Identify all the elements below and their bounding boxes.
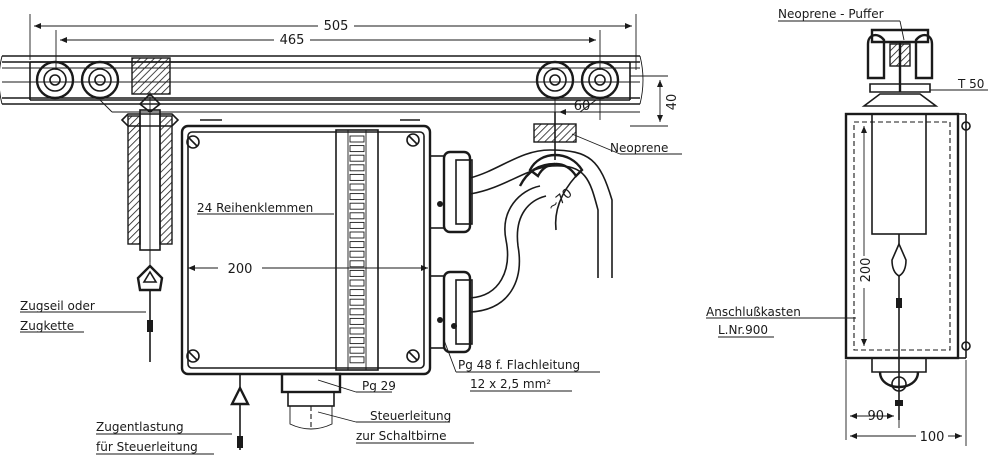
terminal-slot: [349, 346, 365, 354]
dimension-505-label: 505: [324, 19, 349, 34]
label-pg48: Pg 48 f. Flachleitung 12 x 2,5 mm²: [443, 339, 600, 392]
dimension-40: 40: [630, 75, 680, 127]
terminal-slot: [349, 241, 365, 249]
terminal-slot: [349, 135, 365, 143]
side-view: Neoprene - Puffer T 50: [706, 7, 988, 446]
neoprene-cable-hanger: ~70: [518, 112, 584, 231]
anschlusskasten-label-line1: Anschlußkasten: [706, 305, 801, 319]
screw-icon: [186, 135, 200, 149]
dimension-200-side-label: 200: [859, 258, 874, 283]
t50-label: T 50: [957, 77, 984, 91]
zugseil-label-line1: Zugseil oder: [20, 299, 95, 313]
terminal-slot: [349, 145, 365, 153]
flat-cable: [469, 149, 613, 313]
dimension-465-label: 465: [280, 33, 305, 48]
terminal-slot: [349, 260, 365, 268]
label-zugseil: Zugseil oder Zugkette: [20, 299, 146, 333]
strain-relief: [230, 374, 250, 450]
terminal-slot: [349, 356, 365, 364]
terminal-slot: [349, 221, 365, 229]
terminal-slot: [349, 173, 365, 181]
zugentlastung-label-line1: Zugentlastung: [96, 420, 184, 434]
zugseil-label-line2: Zugkette: [20, 319, 74, 333]
terminal-slot: [349, 154, 365, 162]
pg48-label-line2: 12 x 2,5 mm²: [470, 377, 551, 391]
terminal-slot: [349, 337, 365, 345]
dimension-40-label: 40: [665, 94, 680, 111]
screw-icon: [406, 349, 420, 363]
pg29-label: Pg 29: [362, 379, 396, 393]
terminal-slot: [349, 289, 365, 297]
screw-icon: [406, 133, 420, 147]
dimension-465: 465: [55, 30, 601, 70]
t-rail-section: [861, 28, 939, 107]
trolley-wheel: [35, 60, 75, 100]
terminal-slot: [349, 183, 365, 191]
towing-block: [131, 57, 171, 95]
steuerleitung-label-line2: zur Schaltbirne: [356, 429, 447, 443]
anschlusskasten-label-line2: L.Nr.900: [718, 323, 768, 337]
tow-rod: [120, 92, 180, 362]
dimension-505: 505: [29, 14, 637, 70]
terminal-slot: [349, 269, 365, 277]
label-steuerleitung: Steuerleitung zur Schaltbirne: [317, 409, 474, 444]
label-neoprene-puffer: Neoprene - Puffer: [778, 7, 905, 41]
front-view: 505 465: [0, 14, 682, 455]
steuerleitung-label-line1: Steuerleitung: [370, 409, 451, 423]
neoprene-label: Neoprene: [610, 141, 668, 155]
dimension-200-side: 200: [856, 126, 874, 346]
angle-label: ~70: [545, 186, 576, 215]
terminal-slot: [349, 317, 365, 325]
cable-gland-lower: [429, 270, 473, 354]
terminal-slot: [349, 308, 365, 316]
dimension-100-label: 100: [920, 430, 945, 445]
zugentlastung-label-line2: für Steuerleitung: [96, 440, 198, 454]
terminal-slot: [349, 193, 365, 201]
terminal-slot: [349, 164, 365, 172]
trolley-wheel: [80, 60, 120, 100]
dimension-200-box: 200: [188, 259, 428, 277]
dimension-200-box-label: 200: [228, 262, 253, 277]
terminal-count-label: 24 Reihenklemmen: [197, 201, 313, 215]
pg48-label-line1: Pg 48 f. Flachleitung: [458, 358, 580, 372]
dimension-60: 60: [554, 98, 640, 120]
terminal-slot: [349, 298, 365, 306]
terminal-slot: [349, 327, 365, 335]
trolley-carriage: [29, 61, 631, 113]
dimension-100: 100: [850, 360, 967, 446]
cable-gland-upper: [429, 150, 473, 234]
terminal-strip: [335, 129, 379, 371]
terminal-slot: [349, 212, 365, 220]
terminal-slot: [349, 250, 365, 258]
neoprene-puffer-label: Neoprene - Puffer: [778, 7, 884, 21]
side-junction-box: [844, 112, 971, 420]
junction-box: [180, 119, 432, 376]
screw-icon: [186, 349, 200, 363]
terminal-slot: [349, 231, 365, 239]
terminal-slot: [349, 279, 365, 287]
terminal-slot: [349, 202, 365, 210]
label-neoprene: Neoprene: [571, 133, 682, 155]
label-anschlusskasten: Anschlußkasten L.Nr.900: [706, 305, 856, 338]
label-zugentlastung: Zugentlastung für Steuerleitung: [96, 420, 232, 455]
dimension-60-label: 60: [574, 99, 591, 114]
pg29-fitting: [280, 372, 342, 430]
dimension-90-label: 90: [867, 409, 884, 424]
dimension-90: 90: [845, 360, 900, 440]
label-t50: T 50: [930, 77, 988, 91]
label-pg29: Pg 29: [317, 379, 396, 393]
trolley-wheel: [535, 60, 575, 100]
